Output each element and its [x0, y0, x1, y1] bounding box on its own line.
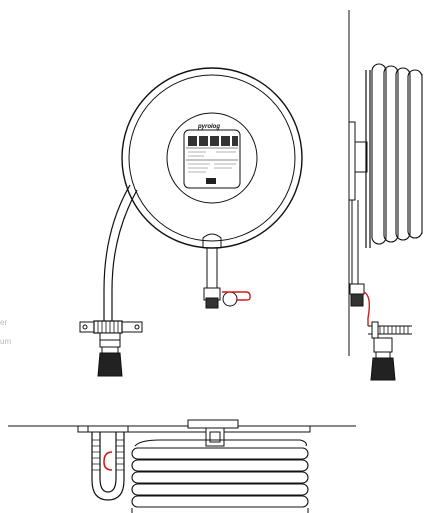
pivot-arm	[202, 233, 222, 248]
reel-outer-ring	[121, 67, 303, 249]
ce-mark	[206, 178, 216, 184]
side-nozzle-tip	[370, 357, 396, 381]
top-valve	[205, 427, 225, 447]
brand-badge: pyrolog	[198, 124, 220, 130]
top-view	[8, 419, 356, 513]
reel-hub-ring	[166, 112, 258, 204]
label-text-lines	[188, 151, 236, 173]
hose	[103, 184, 131, 322]
nozzle-tip	[97, 352, 123, 377]
side-valve-red	[363, 291, 371, 326]
hose-coils	[371, 63, 423, 245]
label-icons	[188, 136, 238, 146]
top-hose-red	[103, 451, 113, 471]
valve-wheel	[222, 291, 238, 307]
top-hose-coils	[131, 447, 309, 508]
side-view	[348, 10, 423, 381]
cut-off-text-1: er	[0, 318, 8, 327]
cut-off-text-2: um	[0, 337, 12, 346]
mount-plate	[348, 121, 356, 201]
top-hose-guide	[91, 430, 125, 501]
reel-inner-ring	[128, 74, 296, 242]
valve-handle-red	[222, 291, 251, 301]
front-view	[79, 67, 303, 377]
